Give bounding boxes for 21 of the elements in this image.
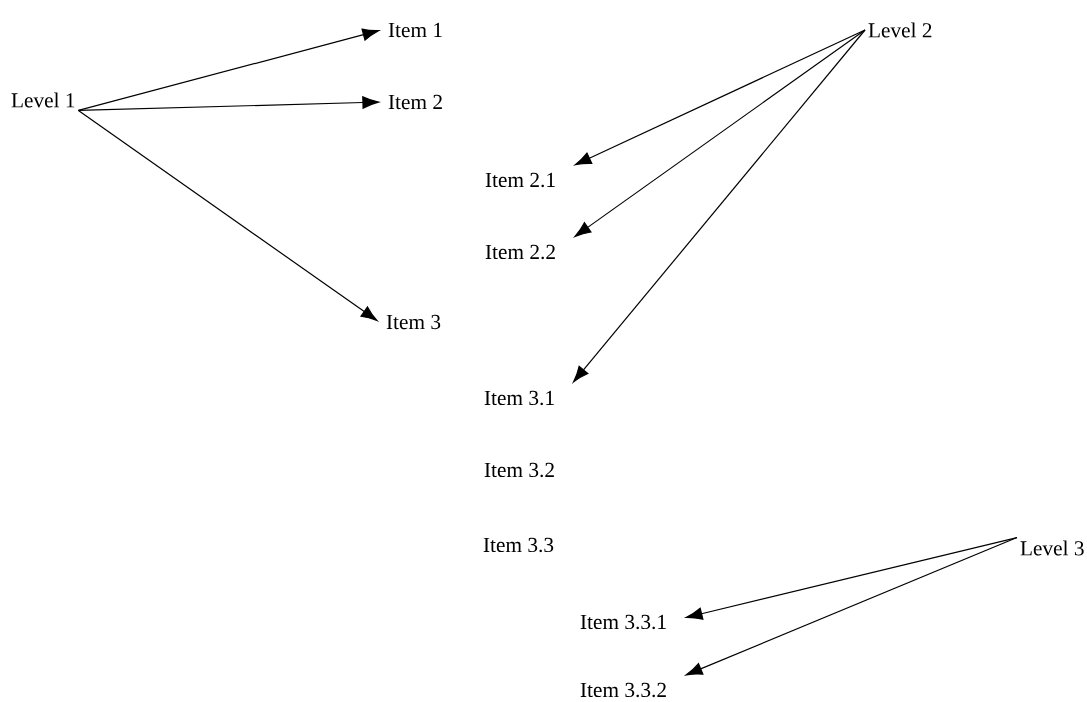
text-label: Item 3.3.1 [580,614,666,630]
text-label: Item 3.1 [484,390,554,406]
text-label: Level 3 [1020,540,1084,556]
text-label: Item 2 [388,94,442,110]
arrow [77,28,380,112]
text-label: Level 2 [868,22,932,38]
arrow [685,536,1018,676]
arrow [573,29,866,383]
text-label: Item 3.2 [484,462,554,478]
text-label: Item 2.1 [485,172,555,188]
arrow [574,29,866,166]
text-label: Item 3.3.2 [580,682,666,698]
arrow [77,109,378,322]
arrow [574,29,866,237]
text-label: Item 3 [386,314,441,330]
text-label: Item 2.2 [485,244,555,260]
text-label: Item 3.3 [483,537,554,553]
arrow [685,536,1018,620]
text-label: Level 1 [11,92,75,108]
arrow [77,96,380,112]
text-label: Item 1 [388,22,442,38]
